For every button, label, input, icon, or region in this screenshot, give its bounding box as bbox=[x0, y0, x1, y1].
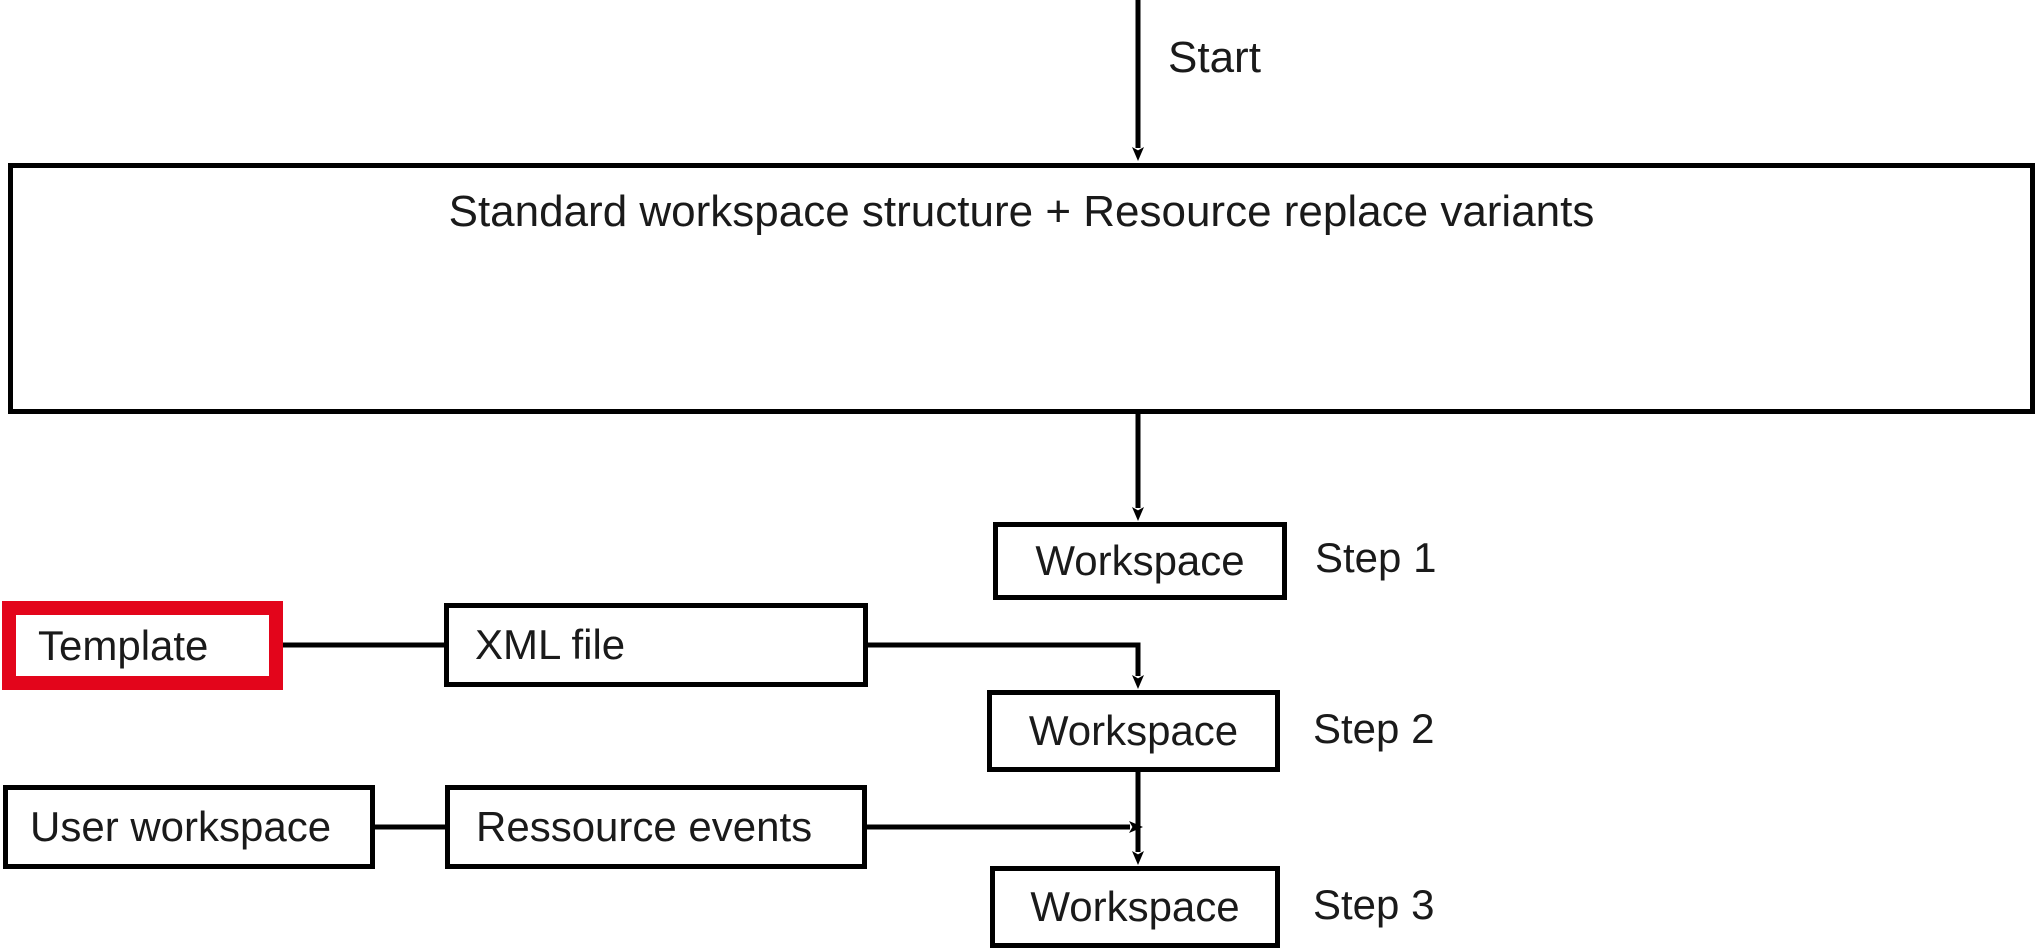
node-user-workspace-label: User workspace bbox=[30, 803, 332, 850]
label-step-3: Step 3 bbox=[1313, 881, 1435, 928]
node-xml-file[interactable]: XML file bbox=[444, 603, 868, 687]
node-standard-workspace-structure[interactable]: Standard workspace structure + Resource … bbox=[8, 163, 2035, 414]
node-workspace-step-1-label: Workspace bbox=[1035, 537, 1245, 584]
node-template[interactable]: Template bbox=[2, 601, 283, 690]
label-start: Start bbox=[1168, 33, 1261, 82]
node-template-label: Template bbox=[38, 621, 209, 669]
node-workspace-step-2[interactable]: Workspace bbox=[987, 690, 1280, 772]
label-step-2: Step 2 bbox=[1313, 705, 1435, 752]
edge-xml-to-workspace-2 bbox=[868, 642, 1144, 689]
node-workspace-step-3-label: Workspace bbox=[1030, 883, 1240, 930]
node-ressource-events-label: Ressource events bbox=[476, 803, 813, 850]
node-workspace-step-2-label: Workspace bbox=[1028, 707, 1239, 754]
node-xml-file-label: XML file bbox=[475, 621, 626, 668]
node-ressource-events[interactable]: Ressource events bbox=[445, 785, 867, 869]
node-user-workspace[interactable]: User workspace bbox=[3, 785, 375, 869]
node-standard-workspace-structure-label: Standard workspace structure + Resource … bbox=[448, 187, 1595, 236]
node-workspace-step-1[interactable]: Workspace bbox=[993, 522, 1287, 600]
label-step-1: Step 1 bbox=[1315, 534, 1437, 581]
node-workspace-step-3[interactable]: Workspace bbox=[990, 866, 1280, 948]
